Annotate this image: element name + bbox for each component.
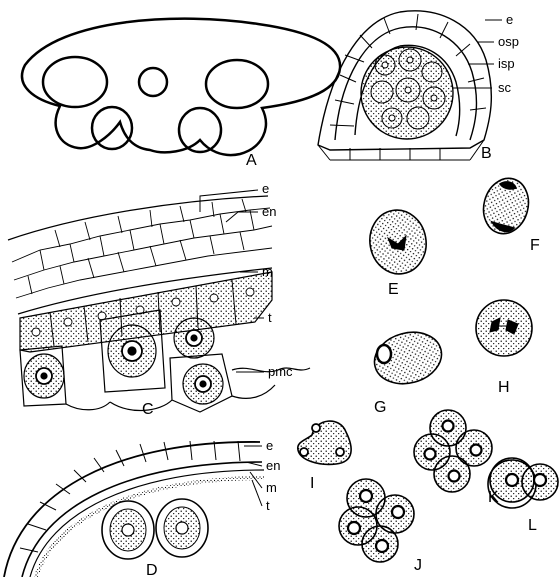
panel-label-l: L (528, 517, 537, 534)
label-d-en: en (266, 458, 280, 473)
panel-e-cell (365, 206, 431, 279)
label-b-isp: isp (498, 56, 515, 71)
panel-d-leader-lines (244, 446, 262, 506)
panel-b-anther-lobe (318, 11, 491, 160)
panel-g-cell (369, 325, 448, 391)
panel-i-triad (298, 421, 351, 464)
panel-label-j: J (414, 557, 422, 574)
panel-k-tetrad (414, 410, 492, 492)
label-b-osp: osp (498, 34, 519, 49)
panel-label-e: E (388, 281, 399, 298)
panel-label-f: F (530, 237, 540, 254)
panel-label-g: G (374, 399, 386, 416)
panel-b-leader-lines (452, 20, 502, 88)
label-d-t: t (266, 498, 270, 513)
panel-f-cell (478, 173, 535, 238)
panel-label-b: B (481, 145, 492, 162)
panel-label-d: D (146, 562, 158, 577)
label-c-t: t (268, 310, 272, 325)
panel-label-i: I (310, 475, 314, 492)
panel-c-anther-wall (8, 196, 310, 412)
panel-label-c: C (142, 401, 154, 418)
label-c-m: m (262, 264, 273, 279)
panel-a-anther-outline (22, 19, 340, 155)
panel-label-h: H (498, 379, 510, 396)
panel-d-mature-anther (4, 441, 264, 577)
panel-h-cell (476, 300, 532, 356)
label-d-m: m (266, 480, 277, 495)
label-b-e: e (506, 12, 513, 27)
label-d-e: e (266, 438, 273, 453)
label-c-e: e (262, 181, 269, 196)
panel-j-tetrad (339, 479, 414, 562)
label-c-pmc: pmc (268, 364, 293, 379)
label-c-en: en (262, 204, 276, 219)
label-b-sc: sc (498, 80, 512, 95)
panel-label-a: A (246, 152, 257, 169)
